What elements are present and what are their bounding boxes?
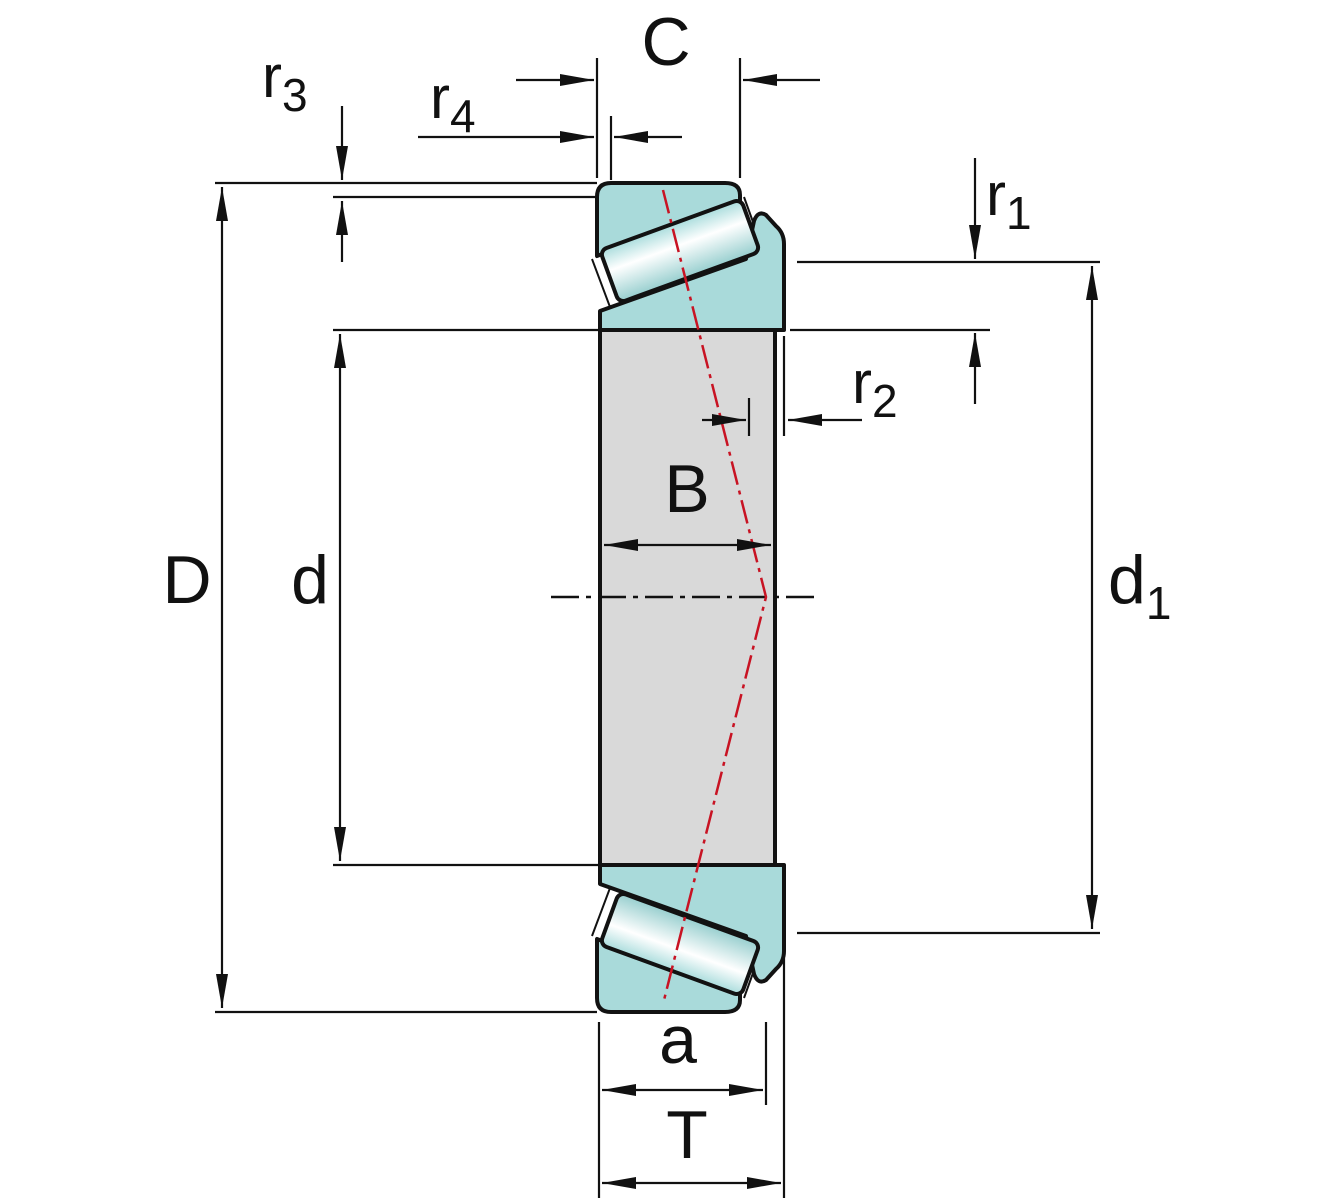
extension-lines: [215, 58, 1100, 1198]
dim-label-d: d: [291, 542, 329, 618]
dim-label-r1: r1: [986, 161, 1032, 239]
dim-label-a: a: [659, 1002, 697, 1078]
dim-label-C: C: [641, 4, 690, 80]
cage-bar-top-right: [743, 196, 754, 223]
dim-label-d1: d1: [1108, 542, 1171, 629]
dim-label-r3: r3: [262, 43, 308, 121]
pressure-line: [661, 189, 768, 1005]
inner-ring-cone-bottom: [598, 863, 786, 984]
cage-bar-bottom-right: [743, 972, 754, 999]
cage-bar-bottom-left: [591, 887, 611, 937]
dim-label-D: D: [162, 542, 211, 618]
inner-ring-cone-top: [598, 211, 786, 332]
tapered-roller-top: [599, 199, 761, 303]
lower-cross-section: [591, 863, 786, 1014]
dimension-lines: [216, 74, 1098, 1189]
dim-label-r4: r4: [430, 64, 476, 142]
cage-bar-top-left: [591, 258, 611, 308]
dim-label-T: T: [666, 1097, 708, 1173]
upper-cross-section: [591, 181, 786, 332]
dim-label-r2: r2: [852, 349, 898, 427]
dim-label-B: B: [664, 451, 709, 527]
